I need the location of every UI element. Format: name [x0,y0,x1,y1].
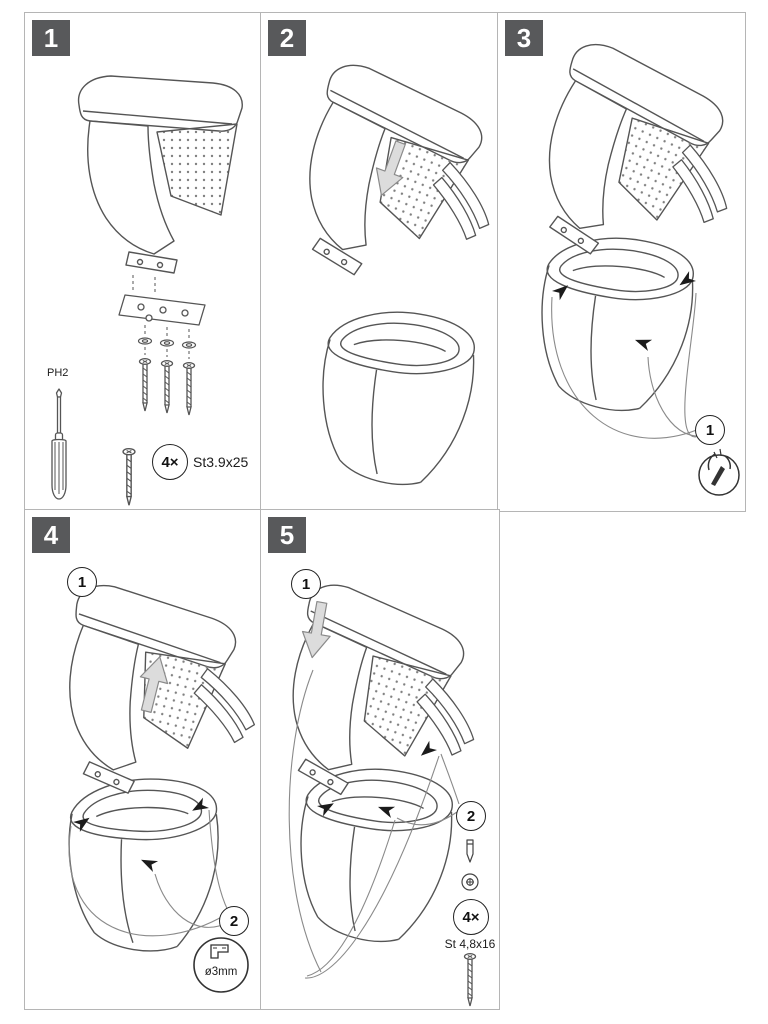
washer-icon [137,337,153,345]
step-callout-1: 1 [67,567,97,597]
latch-arrow-icon [417,740,437,761]
latch-arrow-icon [632,334,653,351]
washer-icon [159,339,175,347]
latch-arrow-icon [138,854,159,872]
instruction-panel-3: 3 1 [497,12,746,512]
screw-icon [122,447,136,506]
step-callout-2: 2 [456,801,486,831]
drill-spec-label: ø3mm [204,966,238,978]
screw-spec-label: St3.9x25 [193,454,249,470]
instruction-panel-4: 4 1 2 ø3mm [24,509,263,1010]
screw-icon [463,953,477,1007]
step-callout-1: 1 [695,415,725,445]
quantity-badge: 4× [152,444,188,480]
step-number-badge: 2 [268,20,306,56]
step-number-badge: 3 [505,20,543,56]
console-illustration [536,233,696,415]
screwdriver-icon [51,388,67,500]
screw-icon [182,362,196,416]
step-number-badge: 1 [32,20,70,56]
step-number-badge: 4 [32,517,70,553]
instruction-panel-1: 1 PH2 4× St3. [24,12,263,512]
instruction-panel-5: 5 [260,509,500,1010]
panel-1-illustration [51,75,243,506]
panel-4-illustration [34,578,262,993]
step-callout-1: 1 [291,569,321,599]
bit-icon [466,839,474,863]
quantity-badge: 4× [453,899,489,935]
console-illustration [317,307,477,489]
leader-lines [288,669,460,979]
mounting-plate-illustration [118,275,206,359]
tool-label: PH2 [47,367,69,379]
drill-icon [193,937,249,993]
screw-spec-label: St 4,8x16 [444,937,496,951]
screw-icon [160,360,174,414]
step-callout-2: 2 [219,906,249,936]
screw-icon [138,358,152,412]
step-number-badge: 5 [268,517,306,553]
leader-lines [551,292,708,439]
panel-5-illustration [261,575,489,1007]
instruction-panel-2: 2 [260,12,500,512]
washer-icon [461,873,479,891]
console-illustration [295,764,455,946]
armrest-illustration [77,75,243,274]
press-click-icon [698,448,740,496]
washer-icon [181,341,197,349]
panel-2-illustration [264,55,499,489]
